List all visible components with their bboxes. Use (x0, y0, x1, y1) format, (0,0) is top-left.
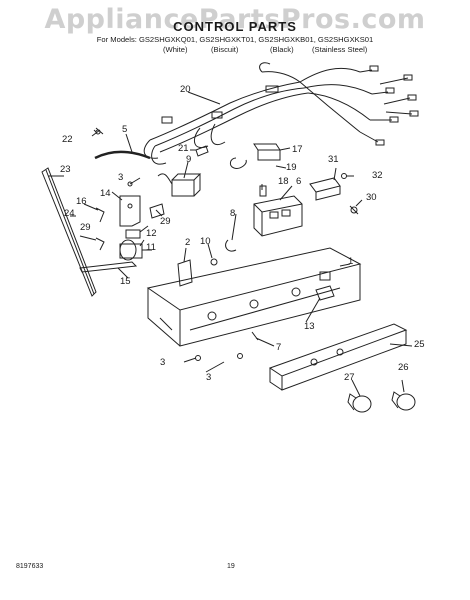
page-number: 19 (227, 563, 235, 570)
label-5: 5 (122, 124, 127, 135)
control-bracket (225, 195, 303, 252)
label-30: 30 (366, 192, 377, 203)
variant-stainless: (Stainless Steel) (312, 45, 368, 54)
label-24: 24 (64, 208, 75, 219)
label-29: 29 (80, 222, 91, 233)
model-variants: (White) (Biscuit) (Black) (Stainless Ste… (0, 45, 470, 55)
label-20: 20 (180, 84, 191, 95)
lamp-socket-17 (229, 143, 281, 169)
knob-26 (391, 391, 416, 411)
screw-3b (195, 355, 201, 361)
label-22: 22 (62, 134, 73, 145)
variant-biscuit: (Biscuit) (211, 45, 239, 54)
label-29: 29 (160, 216, 171, 227)
part-10 (210, 258, 218, 266)
label-21: 21 (178, 143, 189, 154)
clip-16 (95, 207, 105, 223)
label-1: 1 (348, 256, 353, 267)
models-line: For Models: GS2SHGXKQ01, GS2SHGXKT01, GS… (96, 35, 374, 44)
label-31: 31 (328, 154, 339, 165)
thermostat-11 (119, 239, 152, 261)
label-9: 9 (186, 154, 191, 165)
bracket-2 (177, 259, 193, 287)
label-3: 3 (118, 172, 123, 183)
footer-code: 8197633 (16, 563, 44, 570)
screw-3c (237, 353, 243, 359)
variant-white: (White) (163, 45, 188, 54)
part-12 (125, 229, 141, 239)
tube (94, 150, 151, 160)
wire-harness (143, 62, 419, 165)
label-32: 32 (372, 170, 383, 181)
part-32 (341, 173, 347, 179)
part-13 (315, 285, 335, 301)
knob-27 (347, 393, 372, 413)
part-30 (349, 205, 359, 215)
label-7: 7 (276, 342, 281, 353)
screw-22 (91, 127, 104, 137)
label-10: 10 (200, 236, 211, 247)
variant-black: (Black) (270, 45, 294, 54)
label-8: 8 (230, 208, 235, 219)
label-17: 17 (292, 144, 303, 155)
label-3: 3 (160, 357, 165, 368)
page-title: CONTROL PARTS (173, 19, 297, 34)
label-14: 14 (100, 188, 111, 199)
watermark: AppliancePartsPros.com (44, 4, 426, 35)
wire-arm (79, 261, 138, 273)
label-2: 2 (185, 237, 190, 248)
label-15: 15 (120, 276, 131, 287)
label-3: 3 (206, 372, 211, 383)
label-12: 12 (146, 228, 157, 239)
clip-29 (149, 203, 165, 219)
label-27: 27 (344, 372, 355, 383)
label-18: 18 (278, 176, 289, 187)
front-panel (268, 323, 408, 391)
label-6: 6 (296, 176, 301, 187)
label-11: 11 (146, 242, 156, 253)
label-25: 25 (414, 339, 425, 350)
screw-3a (127, 181, 133, 187)
bracket-14 (119, 195, 141, 227)
switch-9 (157, 173, 202, 197)
bracket-rod (41, 167, 97, 297)
clip-29b (95, 237, 105, 251)
label-23: 23 (60, 164, 71, 175)
part-labels: 1 2 3 3 3 5 6 7 8 9 10 11 12 13 14 15 16… (60, 84, 425, 383)
part-18 (259, 185, 267, 197)
label-19: 19 (286, 162, 297, 173)
part-21 (195, 145, 209, 157)
label-26: 26 (398, 362, 409, 373)
relay-31 (309, 177, 341, 201)
label-16: 16 (76, 196, 87, 207)
control-housing (146, 247, 362, 347)
label-13: 13 (304, 321, 315, 332)
